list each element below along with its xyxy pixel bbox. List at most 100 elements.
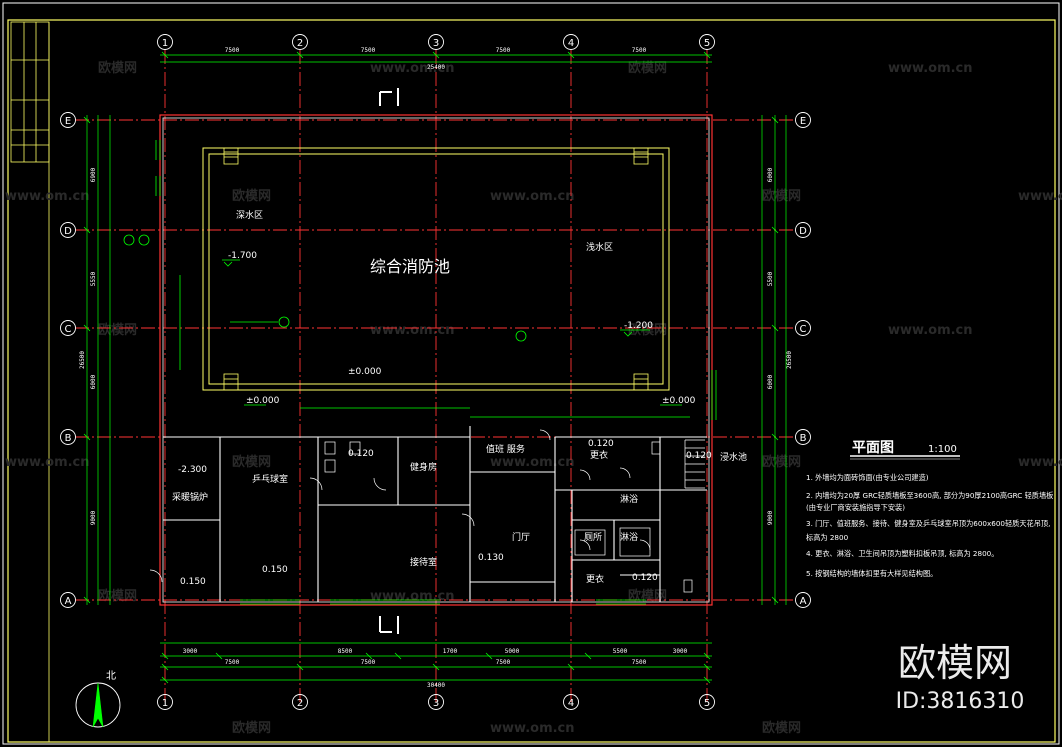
dim-text: 7500 [361, 659, 376, 666]
level-mark: -1.200 [624, 321, 653, 331]
dim-text: 3000 [183, 648, 198, 655]
axis-label: 3 [433, 38, 439, 49]
room-boiler: 采暖锅炉 [172, 491, 208, 503]
dim-text: 7500 [225, 659, 240, 666]
dim-text: 7500 [496, 659, 511, 666]
axis-label: 2 [297, 698, 303, 709]
room-change-2: 更衣 [586, 573, 604, 585]
room-labels: 采暖锅炉 乒乓球室 健身房 值班 服务 门厅 接待室 更衣 淋浴 厕所 更衣 淋… [172, 439, 747, 587]
watermark-layer: 欧模网 www.om.cn 欧模网 www.om.cn www.om.cn 欧模… [5, 60, 1062, 736]
title-strip [10, 21, 50, 163]
watermark-site: www.om.cn [370, 323, 455, 338]
dim-text: 5500 [767, 271, 774, 286]
watermark-brand: 欧模网 [628, 588, 667, 604]
axis-label: 1 [162, 38, 168, 49]
level-symbols [222, 259, 682, 406]
watermark-brand: 欧模网 [232, 454, 271, 470]
watermark-brand: 欧模网 [232, 720, 271, 736]
dim-text: 7500 [496, 47, 511, 54]
room-lobby: 门厅 [512, 531, 530, 543]
dim-text: 6000 [90, 374, 97, 389]
inner-frame [7, 19, 1056, 743]
dim-text: 5000 [505, 648, 520, 655]
level-mark: 0.120 [686, 451, 712, 461]
grid-bubble-labels: 1 2 3 4 5 1 2 3 4 5 E D C B A E D C B A [64, 38, 807, 709]
foot-pool-label: 浸水池 [720, 451, 747, 463]
axis-label: 3 [433, 698, 439, 709]
level-mark: 0.130 [478, 553, 504, 563]
big-brand: 欧模网 [898, 641, 1012, 685]
room-duty: 值班 服务 [486, 443, 525, 455]
dim-text: 5500 [613, 648, 628, 655]
dim-text: 7500 [361, 47, 376, 54]
dim-text: 30400 [427, 682, 445, 689]
axis-label: 1 [162, 698, 168, 709]
watermark-brand: 欧模网 [762, 720, 801, 736]
axis-label: 5 [704, 698, 710, 709]
watermark-brand: 欧模网 [98, 60, 137, 76]
room-change: 更衣 [590, 449, 608, 461]
level-mark: 0.120 [632, 573, 658, 583]
axis-label: 4 [568, 698, 574, 709]
dim-text: 3000 [673, 648, 688, 655]
level-mark: 0.150 [180, 577, 206, 587]
watermark-site: www.om.cn [1018, 455, 1062, 470]
shallow-zone-label: 浅水区 [586, 241, 613, 253]
legend-note: 4. 更衣、淋浴、卫生间吊顶为塑料扣板吊顶, 标高为 2800。 [806, 549, 998, 558]
legend-note: 3. 门厅、值班服务、接待、健身室及乒乓球室吊顶为600x600轻质天花吊顶, [806, 519, 1050, 528]
dim-text: 6000 [767, 167, 774, 182]
watermark-brand: 欧模网 [98, 322, 137, 338]
dim-text: 7500 [225, 47, 240, 54]
watermark-site: www.om.cn [490, 721, 575, 736]
dim-text: 7500 [632, 47, 647, 54]
room-gym: 健身房 [410, 461, 437, 473]
dim-text: 26500 [79, 351, 86, 369]
room-shower-2: 淋浴 [620, 531, 638, 543]
axis-label: E [800, 116, 806, 127]
level-mark: 0.150 [262, 565, 288, 575]
axis-label: E [65, 116, 71, 127]
watermark-brand: 欧模网 [762, 188, 801, 204]
pool-ladders [223, 147, 649, 391]
room-reception: 接待室 [410, 556, 437, 568]
level-mark: ±0.000 [348, 367, 382, 377]
watermark-brand: 欧模网 [98, 588, 137, 604]
legend-note: 5. 按钢结构的墙体扣里有大样见结构图。 [806, 569, 937, 578]
interior-walls [163, 426, 707, 602]
watermark-brand: 欧模网 [628, 60, 667, 76]
dimension-ticks [83, 51, 779, 684]
axis-label: C [800, 324, 807, 335]
dimension-lines [86, 54, 787, 681]
level-mark: ±0.000 [246, 396, 280, 406]
room-pingpong: 乒乓球室 [252, 473, 288, 485]
dim-text: 9000 [90, 510, 97, 525]
fixtures [324, 441, 693, 593]
watermark-site: www.om.cn [888, 61, 973, 76]
level-mark: -1.700 [228, 251, 257, 261]
pool-fittings [123, 234, 527, 370]
axis-label: A [65, 596, 72, 607]
dim-text: 5550 [90, 271, 97, 286]
watermark-site: www.om.cn [5, 455, 90, 470]
dimension-texts: 7500 7500 7500 7500 25400 3000 8500 1700… [183, 47, 688, 689]
axis-label: B [800, 433, 807, 444]
axis-label: 4 [568, 38, 574, 49]
dimension-texts-vertical: 6900 5550 6000 9000 26500 6000 5500 6000… [79, 167, 793, 525]
watermark-site: www.om.cn [5, 189, 90, 204]
level-mark: ±0.000 [662, 396, 696, 406]
dim-text: 6000 [767, 374, 774, 389]
windows [155, 140, 717, 605]
room-toilet: 厕所 [584, 532, 602, 543]
dim-text: 7500 [632, 659, 647, 666]
dim-text: 26500 [786, 351, 793, 369]
north-arrow-icon [92, 682, 104, 728]
doors [149, 429, 651, 583]
pool-outline [202, 147, 670, 391]
watermark-site: www.om.cn [490, 189, 575, 204]
legend-block: 平面图 1:100 1. 外墙均为面砖饰面(由专业公司建造) 2. 内墙均为20… [806, 440, 1053, 578]
axis-label: A [800, 596, 807, 607]
watermark-site: www.om.cn [888, 323, 973, 338]
axis-label: D [799, 226, 807, 237]
